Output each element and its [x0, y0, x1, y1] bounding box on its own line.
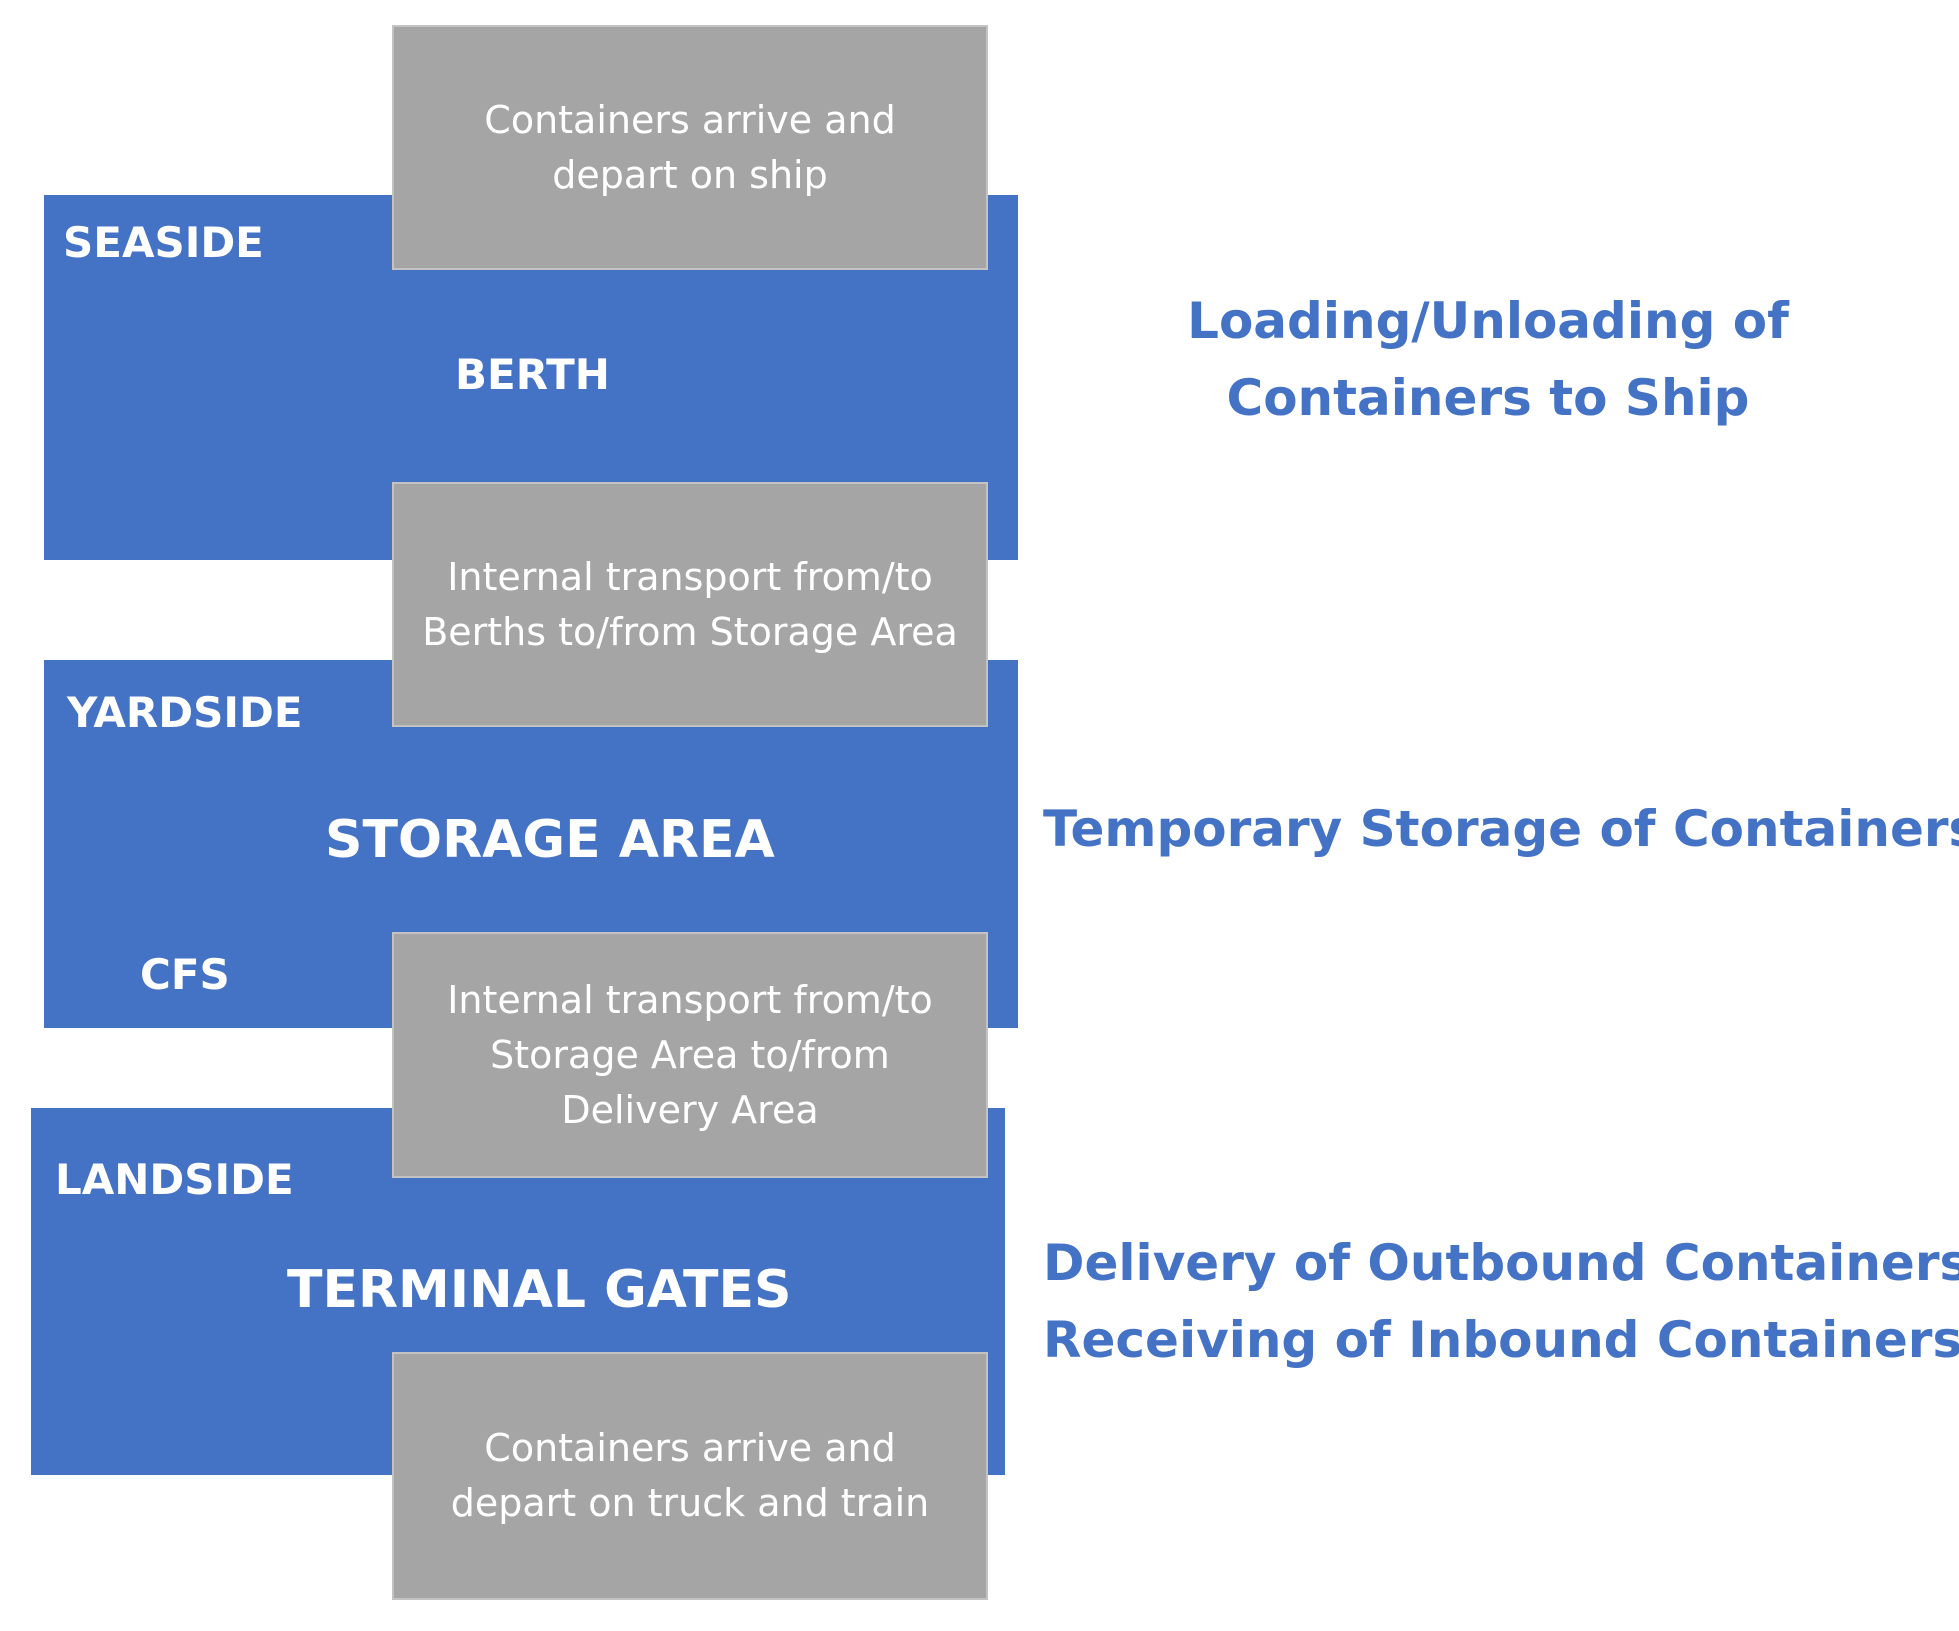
- yardside-description-text: Temporary Storage of Containers: [1043, 800, 1959, 858]
- truck-train-transfer-box: Containers arrive and depart on truck an…: [392, 1352, 988, 1600]
- landside-label: LANDSIDE: [55, 1155, 294, 1204]
- storage-area-label: STORAGE AREA: [325, 810, 775, 870]
- terminal-gates-label: TERMINAL GATES: [287, 1260, 792, 1320]
- storage-delivery-transfer-text: Internal transport from/to Storage Area …: [447, 977, 933, 1132]
- storage-delivery-transfer-box: Internal transport from/to Storage Area …: [392, 932, 988, 1178]
- yardside-label: YARDSIDE: [67, 688, 303, 737]
- cfs-label: CFS: [140, 950, 230, 999]
- landside-description-line1: Delivery of Outbound Containers: [1043, 1234, 1959, 1292]
- seaside-description-text: Loading/Unloading of Containers to Ship: [1187, 292, 1789, 427]
- seaside-label: SEASIDE: [63, 218, 264, 267]
- berth-label: BERTH: [455, 350, 610, 399]
- landside-description-line2: Receiving of Inbound Containers: [1043, 1311, 1959, 1369]
- berth-storage-transfer-box: Internal transport from/to Berths to/fro…: [392, 482, 988, 727]
- truck-train-transfer-text: Containers arrive and depart on truck an…: [450, 1426, 930, 1525]
- yardside-description: Temporary Storage of Containers: [1043, 791, 1959, 868]
- landside-description: Delivery of Outbound Containers Receivin…: [1043, 1225, 1959, 1379]
- seaside-description: Loading/Unloading of Containers to Ship: [1043, 283, 1933, 437]
- ship-transfer-text: Containers arrive and depart on ship: [484, 97, 896, 197]
- berth-storage-transfer-text: Internal transport from/to Berths to/fro…: [422, 554, 958, 654]
- ship-transfer-box: Containers arrive and depart on ship: [392, 25, 988, 270]
